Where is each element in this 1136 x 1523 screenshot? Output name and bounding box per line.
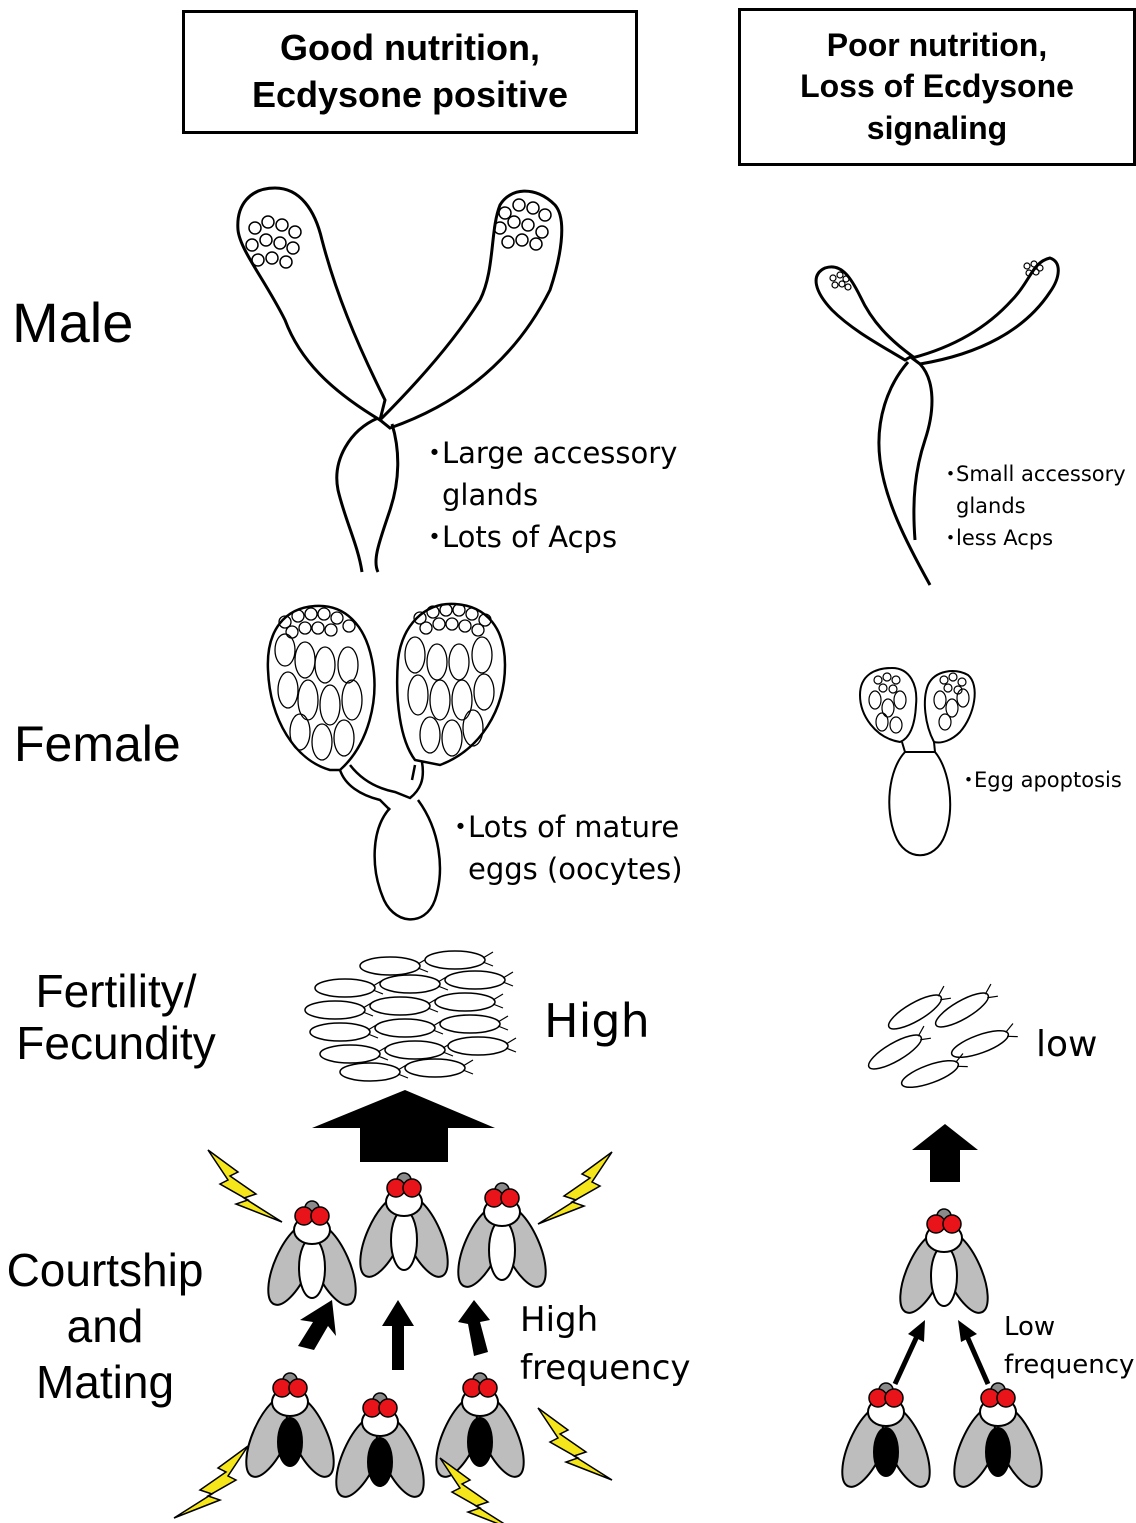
fly-icon xyxy=(237,1373,344,1483)
large-accessory-gland-drawing xyxy=(238,188,562,572)
ovary-drawing xyxy=(268,604,505,919)
up-arrow-icon xyxy=(312,1090,495,1162)
lightning-icon xyxy=(538,1408,612,1480)
fly-icon xyxy=(945,1383,1052,1493)
fly-icon xyxy=(833,1383,940,1493)
lightning-icon xyxy=(538,1152,612,1224)
small-accessory-gland-drawing xyxy=(816,258,1058,585)
egg-cluster-high xyxy=(305,951,516,1081)
fly-icon xyxy=(351,1173,458,1283)
up-arrow-icon xyxy=(895,1320,988,1384)
small-ovary-drawing xyxy=(860,668,975,855)
fly-icon xyxy=(427,1373,534,1483)
up-arrow-icon xyxy=(912,1124,978,1182)
fly-icon xyxy=(449,1183,556,1293)
up-arrow-icon xyxy=(298,1300,490,1370)
fly-icon xyxy=(327,1393,434,1503)
fly-icon xyxy=(891,1209,998,1319)
lightning-icon xyxy=(174,1446,248,1518)
lightning-icon xyxy=(208,1150,282,1222)
egg-cluster-low xyxy=(865,983,1019,1093)
